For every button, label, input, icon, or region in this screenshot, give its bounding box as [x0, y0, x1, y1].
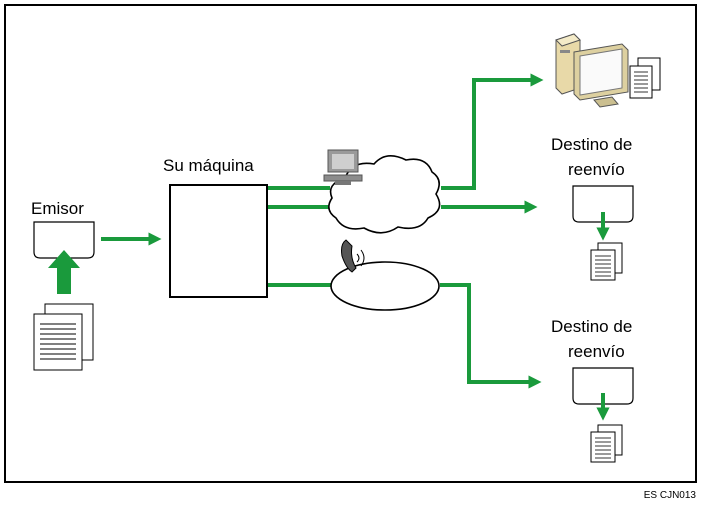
your-machine-box	[169, 184, 268, 298]
forward-dest-1-document-icon	[590, 242, 623, 281]
telephone-network-ellipse	[330, 261, 440, 311]
forward-dest-2-label-line2: reenvío	[568, 342, 625, 361]
forward-dest-2-document-icon	[590, 424, 623, 463]
sender-label: Emisor	[31, 199, 84, 218]
computer-icon	[323, 149, 363, 185]
sender-document-icon	[33, 303, 94, 371]
your-machine-label: Su máquina	[163, 156, 254, 175]
desktop-computer-icon	[555, 33, 629, 108]
forward-dest-2-fax-icon	[572, 367, 634, 405]
forward-dest-1-label-line2: reenvío	[568, 160, 625, 179]
figure-code: ES CJN013	[644, 490, 697, 501]
telephone-icon	[341, 239, 365, 273]
arrow-to-computer	[441, 73, 544, 190]
forward-dest-1-fax-icon	[572, 185, 634, 223]
diagram-frame	[4, 4, 697, 483]
sender-fax-icon	[33, 221, 95, 259]
sender-feed-arrow	[48, 250, 80, 294]
arrow-to-forward-dest-2	[440, 283, 542, 389]
forward-dest-2-label-line1: Destino de	[551, 317, 632, 336]
computer-document-icon	[629, 57, 661, 99]
forward-dest-1-label-line1: Destino de	[551, 135, 632, 154]
